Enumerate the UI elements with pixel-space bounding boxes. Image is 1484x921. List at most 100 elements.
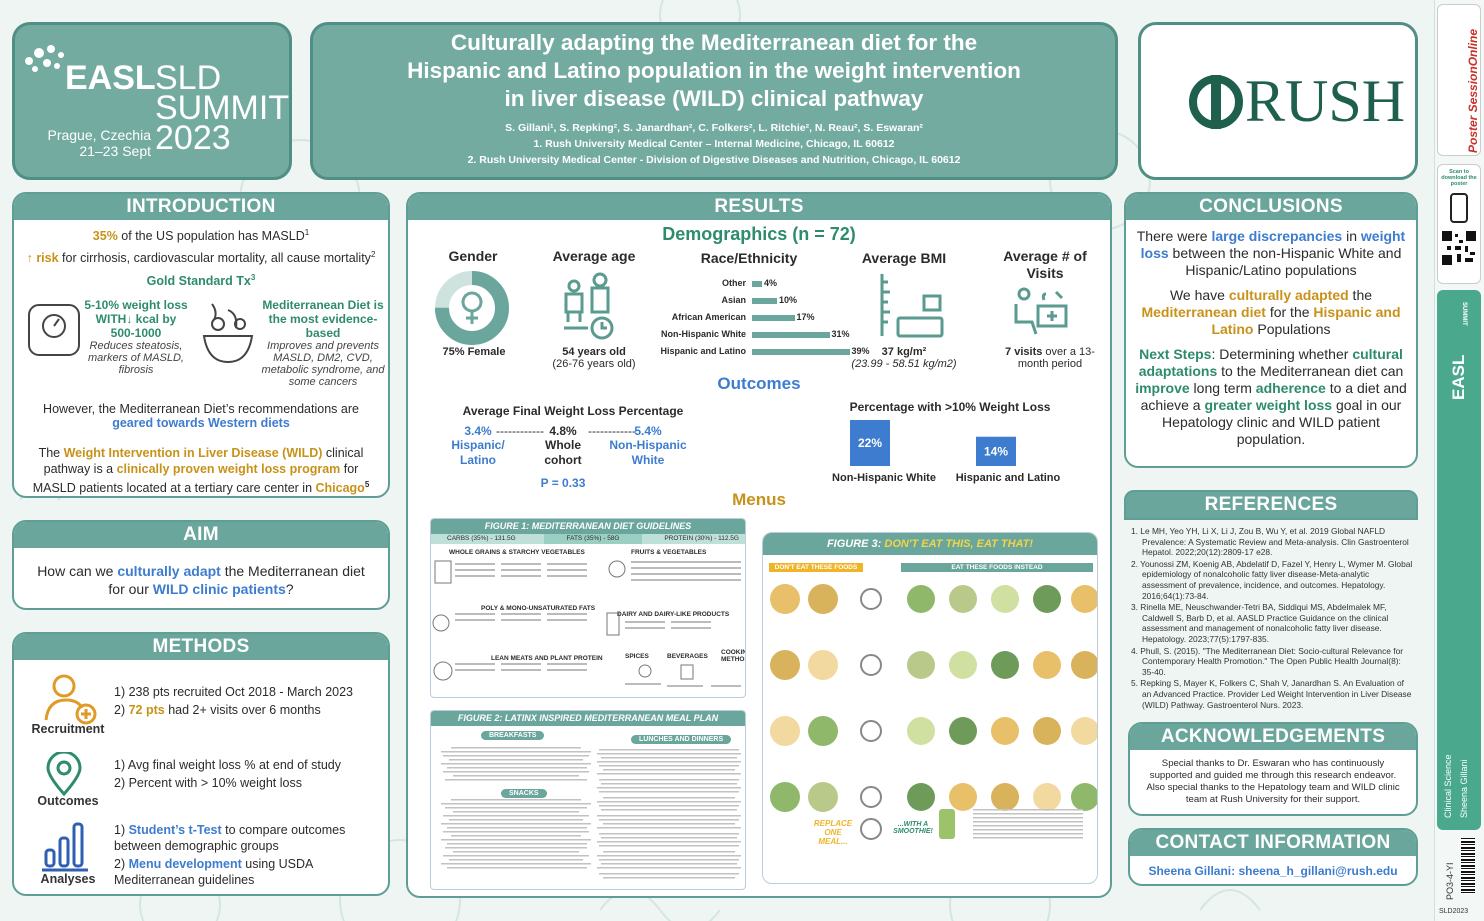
race-bar <box>752 349 850 355</box>
acknowledgements-header: ACKNOWLEDGEMENTS <box>1130 724 1416 750</box>
contact-header: CONTACT INFORMATION <box>1130 830 1416 856</box>
bar-chart-icon <box>42 822 88 872</box>
title-line-1: Culturally adapting the Mediterranean di… <box>450 30 978 55</box>
race-value-label: 4% <box>764 278 778 288</box>
race-category-label: Non-Hispanic White <box>661 329 746 339</box>
fig1-fruits: FRUITS & VEGETABLES <box>631 549 707 556</box>
bmi-title: Average BMI <box>861 250 947 266</box>
figure-1-food-icons <box>432 560 741 687</box>
food-eat-icon <box>949 717 977 745</box>
fig2-breakfasts: BREAKFASTS <box>481 731 545 740</box>
ingredients-line <box>973 813 1083 815</box>
food-dont-icon <box>808 782 838 812</box>
race-value-label: 10% <box>779 295 798 305</box>
affiliation-1: 1. Rush University Medical Center – Inte… <box>533 138 895 150</box>
food-dont-icon <box>770 650 800 680</box>
swap-arrows-icon <box>860 786 882 808</box>
pct-label-nhw: Non-Hispanic White <box>832 472 936 484</box>
food-eat-icon <box>991 651 1019 679</box>
references-header: REFERENCES <box>1124 490 1418 520</box>
gold-standard-heading: Gold Standard Tx3 <box>146 273 256 289</box>
strip-easl: EASL <box>1449 354 1468 400</box>
scan-box[interactable]: Scan to download the poster <box>1437 164 1481 284</box>
age-value: 54 years old(26-76 years old) <box>552 346 636 370</box>
references-panel: REFERENCES 1. Le MH, Yeo YH, Li X, Li J,… <box>1124 490 1418 718</box>
family-clock-icon <box>564 272 614 340</box>
reference-item: 2. Younossi ZM, Koenig AB, Abdelatif D, … <box>1131 558 1413 601</box>
fig2-lunches: LUNCHES AND DINNERS <box>631 735 732 744</box>
scale-icon <box>28 304 80 356</box>
food-dont-icon <box>808 584 838 614</box>
race-value-label: 31% <box>831 329 850 339</box>
pct-bar-label: 14% <box>984 444 1008 458</box>
macro-bar: CARBS (35%) - 131.5G FATS (35%) - 58G PR… <box>431 534 745 544</box>
conclusion-1: There were large discrepancies in weight… <box>1136 228 1406 278</box>
outcomes-heading: Outcomes <box>717 374 801 393</box>
results-header: RESULTS <box>408 194 1110 220</box>
results-panel: RESULTS Demographics (n = 72) Gender 75%… <box>406 192 1112 898</box>
reference-item: 1. Le MH, Yeo YH, Li X, Li J, Zou B, Wu … <box>1131 526 1409 558</box>
avg-weight-loss-values: 3.4%Hispanic/ Latino ------------ 4.8%Wh… <box>448 424 708 484</box>
fig2-snacks: SNACKS <box>501 789 547 798</box>
phone-icon <box>1450 193 1468 223</box>
intro-however: However, the Mediterranean Diet’s recomm… <box>43 402 359 430</box>
easl-wordmark: EASL <box>65 59 156 97</box>
figure-1-guidelines: FIGURE 1: MEDITERRANEAN DIET GUIDELINES … <box>430 518 746 698</box>
food-eat-icon <box>907 717 935 745</box>
food-eat-icon <box>1071 651 1097 679</box>
contact-panel: CONTACT INFORMATION Sheena Gillani: shee… <box>1128 828 1418 886</box>
reference-item: 3. Rinella ME, Neuschwander-Tetri BA, Si… <box>1131 602 1389 644</box>
hispanic-value: 3.4%Hispanic/ Latino <box>451 424 505 467</box>
aim-text: How can we culturally adapt the Mediterr… <box>37 563 365 597</box>
smoothie-cup-icon <box>939 809 955 839</box>
reference-item: 5. Repking S, Mayer K, Folkers C, Shah V… <box>1131 678 1412 710</box>
food-eat-icon <box>949 783 977 811</box>
avg-weight-loss-title: Average Final Weight Loss Percentage <box>462 404 684 418</box>
swap-arrows-icon <box>860 654 882 676</box>
female-percent: 75% Female <box>442 346 506 358</box>
food-eat-icon <box>1033 717 1061 745</box>
conclusions-panel: CONCLUSIONS There were large discrepanci… <box>1124 192 1418 468</box>
pct-bar-label: 22% <box>858 436 882 450</box>
methods-panel: METHODS Recruitment 1) 238 pts recruited… <box>12 632 390 896</box>
dash-2: ------------ <box>588 424 636 438</box>
city-text: Prague, Czechia <box>47 127 151 143</box>
race-category-label: African American <box>671 312 746 322</box>
strip-summit: SUMMIT <box>1461 302 1467 326</box>
food-eat-icon <box>907 585 935 613</box>
figure-3-swaps: FIGURE 3: DON'T EAT THIS, EAT THAT! DON'… <box>762 532 1098 884</box>
swap-arrows-icon <box>860 588 882 610</box>
reference-item: 4. Phull, S. (2015). "The Mediterranean … <box>1131 645 1404 677</box>
pct-bar <box>976 436 1016 466</box>
swap-arrows-icon <box>860 818 882 840</box>
recruitment-icon <box>44 674 97 725</box>
recruitment-label: Recruitment <box>31 722 105 736</box>
affiliation-2: 2. Rush University Medical Center - Divi… <box>467 154 961 166</box>
strip-author: Sheena Gillani <box>1459 759 1469 818</box>
ingredients-line <box>973 809 1083 811</box>
food-eat-icon <box>907 783 935 811</box>
pct-bar <box>850 420 890 466</box>
figure-1-title: FIGURE 1: MEDITERRANEAN DIET GUIDELINES <box>431 519 745 534</box>
dates-text: 21–23 Sept <box>79 143 151 159</box>
barcode-icon <box>1461 838 1475 894</box>
recruitment-text: 1) 238 pts recruited Oct 2018 - March 20… <box>114 685 354 717</box>
scan-text: Scan to download the poster <box>1441 169 1477 187</box>
food-eat-icon <box>1071 783 1097 811</box>
race-category-label: Hispanic and Latino <box>660 346 746 356</box>
whole-value: 4.8%Whole cohort <box>544 424 582 467</box>
qr-code-icon[interactable] <box>1441 230 1477 266</box>
title-line-3: in liver disease (WILD) clinical pathway <box>504 86 924 111</box>
poster-code: PO3-4-YI <box>1445 862 1455 900</box>
figure-3-title: FIGURE 3: DON'T EAT THIS, EAT THAT! <box>763 533 1097 555</box>
intro-wild: The Weight Intervention in Liver Disease… <box>32 446 370 496</box>
figure-3-food-grid <box>770 584 1097 840</box>
dash-1: ------------ <box>496 424 544 438</box>
pct-label-hispanic: Hispanic and Latino <box>955 472 1061 484</box>
methods-header: METHODS <box>14 634 388 660</box>
bmi-value: 37 kg/m²(23.99 - 58.51 kg/m2) <box>851 346 957 370</box>
food-dont-icon <box>770 584 800 614</box>
race-title: Race/Ethnicity <box>700 250 798 266</box>
contact-email[interactable]: Sheena Gillani: sheena_h_gillani@rush.ed… <box>1148 864 1398 878</box>
outcomes-text: 1) Avg final weight loss % at end of stu… <box>114 758 341 790</box>
